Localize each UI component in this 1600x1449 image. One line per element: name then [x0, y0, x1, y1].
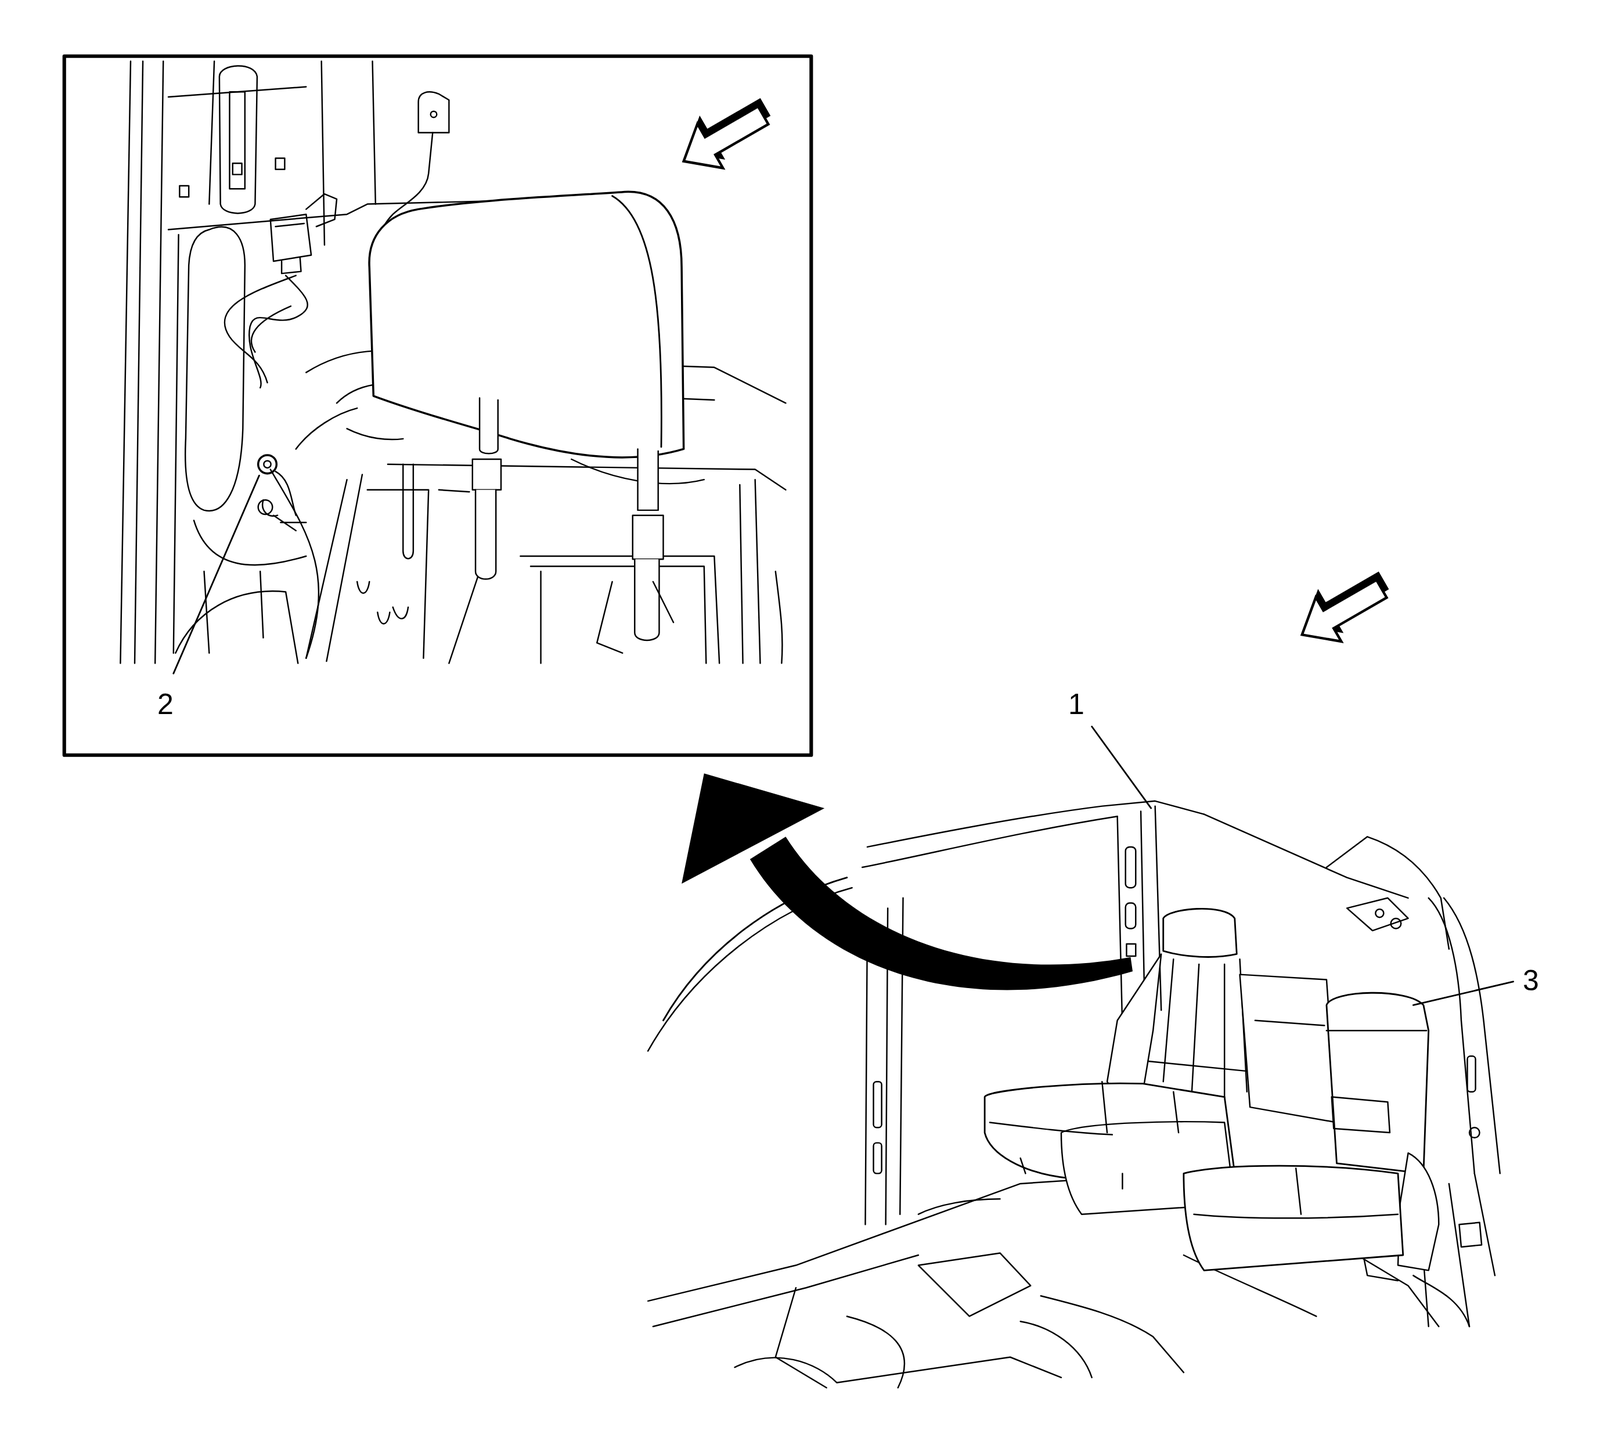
cab-interior: [1040, 1295, 1184, 1373]
leader-line: [173, 475, 260, 674]
inset-detail: [120, 61, 376, 664]
rear-seat: [1255, 1020, 1325, 1026]
rear-seat: [1326, 992, 1429, 1174]
rear-seat: [1397, 1152, 1439, 1271]
direction-arrow: [671, 93, 777, 184]
cab-interior: [1428, 898, 1501, 1174]
cab-interior: [1413, 1275, 1470, 1327]
inset-detail: [632, 515, 664, 560]
cab-interior: [1469, 1127, 1480, 1138]
rear-seat: [1101, 1081, 1302, 1214]
cab-interior: [918, 1252, 1031, 1317]
callout-number: 3: [1520, 964, 1542, 997]
cab-interior: [1126, 943, 1136, 957]
rear-seat: [1020, 1158, 1123, 1189]
inset-detail: [638, 448, 659, 510]
rear-seat: [1240, 974, 1338, 1123]
inset-detail: [305, 474, 363, 662]
cab-interior: [862, 816, 1117, 868]
cab-interior: [1467, 1056, 1476, 1093]
cab-interior: [1391, 918, 1402, 929]
inset-detail: [475, 489, 496, 580]
cab-interior: [653, 1255, 919, 1327]
inset-detail: [262, 471, 296, 517]
cab-interior: [1204, 814, 1409, 899]
inset-detail: [258, 455, 277, 474]
inset-detail: [418, 91, 450, 133]
inset-detail: [367, 489, 480, 664]
cab-interior: [873, 1143, 882, 1174]
view-arrow: [681, 773, 825, 884]
leader-line: [1413, 981, 1513, 1005]
cab-interior: [1125, 847, 1137, 888]
cab-interior: [775, 1287, 905, 1388]
inset-detail: [270, 214, 312, 274]
rear-seat: [1147, 959, 1250, 1092]
view-arrow: [750, 836, 1133, 990]
callout-number: 2: [155, 688, 176, 720]
direction-arrow: [1286, 558, 1400, 658]
inset-detail: [258, 499, 273, 515]
inset-detail: [273, 515, 306, 531]
cab-interior: [1125, 903, 1137, 929]
leader-line: [1092, 726, 1152, 809]
inset-detail: [179, 185, 189, 197]
rear-seat: [1331, 1097, 1390, 1134]
inset-detail: [263, 460, 271, 468]
rear-seat: [989, 1122, 1398, 1218]
cab-interior: [734, 1357, 1062, 1383]
direction-arrow: [667, 84, 781, 184]
cab-interior: [1326, 836, 1450, 949]
inset-detail: [520, 556, 720, 664]
inset-detail: [634, 559, 659, 641]
inset-detail: [479, 398, 499, 454]
inset-detail: [173, 234, 306, 654]
view-arrow: [681, 773, 1133, 990]
inset-frame: [64, 56, 812, 756]
inset-detail: [739, 479, 783, 663]
inset-detail: [224, 275, 297, 384]
rear-seat: [1163, 908, 1238, 957]
rear-seat: [1326, 1029, 1427, 1032]
inset-detail: [251, 305, 291, 352]
cab-interior: [873, 1081, 882, 1128]
direction-arrow: [1289, 566, 1395, 657]
inset-detail: [275, 158, 286, 170]
inset-detail: [229, 91, 245, 189]
rear-seat: [1163, 959, 1225, 1102]
rear-seat: [984, 908, 1439, 1281]
inset-detail: [596, 581, 674, 654]
inset-detail: [357, 581, 409, 625]
inset-detail: [219, 65, 258, 214]
rear-seat: [1107, 953, 1162, 1102]
cab-interior: [1346, 898, 1408, 931]
seat-illustration: [64, 56, 1514, 1389]
inset-detail: [249, 275, 308, 388]
inset-detail: [402, 464, 414, 560]
inset-detail: [430, 111, 438, 118]
inset-detail: [120, 61, 786, 664]
cab-interior: [1375, 909, 1384, 918]
inset-detail: [232, 163, 243, 175]
cab-interior: [867, 801, 1205, 848]
inset-detail: [185, 226, 245, 511]
cab-interior: [1020, 1321, 1093, 1378]
inset-detail: [305, 193, 337, 227]
cab-interior: [1458, 1222, 1482, 1248]
cab-interior: [647, 801, 1501, 1389]
inset-detail: [270, 408, 358, 659]
inset-detail: [472, 459, 502, 490]
inset-detail: [369, 191, 684, 457]
inset-detail: [612, 196, 662, 448]
callout-number: 1: [1065, 688, 1087, 720]
